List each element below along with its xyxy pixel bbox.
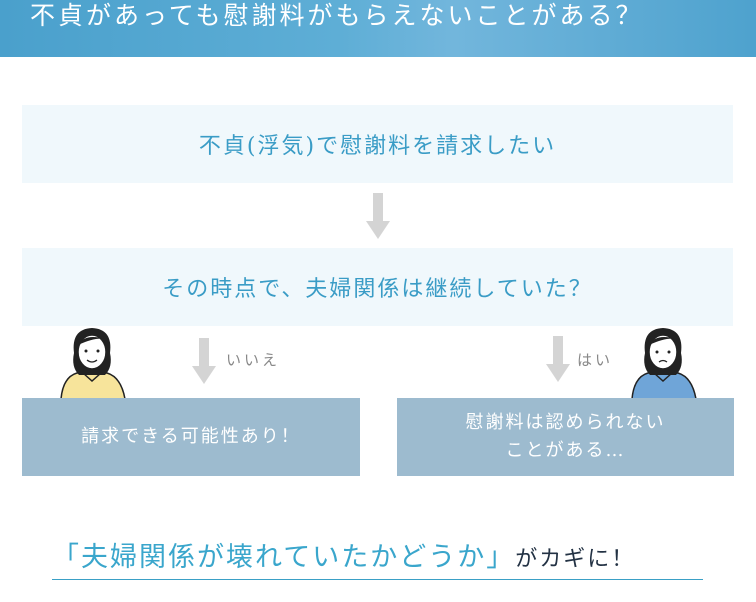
yes-result-box: 慰謝料は認められない ことがある… xyxy=(397,398,734,476)
down-arrow-icon xyxy=(366,193,390,239)
question-box-2: その時点で、夫婦関係は継続していた？ xyxy=(22,248,733,326)
conclusion-rest: がカギに！ xyxy=(515,547,636,572)
down-arrow-icon xyxy=(192,338,216,384)
question-box-1: 不貞(浮気)で慰謝料を請求したい xyxy=(22,105,733,183)
yes-result-line2: ことがある… xyxy=(505,440,626,461)
no-result-text: 請求できる可能性あり！ xyxy=(81,426,301,447)
worried-woman-icon xyxy=(631,328,697,399)
down-arrow-icon xyxy=(546,336,570,382)
page-title: 不貞があっても慰謝料がもらえないことがある？ xyxy=(30,1,644,30)
conclusion: 「夫婦関係が壊れていたかどうか」がカギに！ xyxy=(52,535,635,574)
header-banner: 不貞があっても慰謝料がもらえないことがある？ xyxy=(0,0,756,57)
no-label: いいえ xyxy=(226,351,281,369)
smiling-woman-icon xyxy=(60,328,126,399)
no-result-box: 請求できる可能性あり！ xyxy=(22,398,360,476)
yes-label: はい xyxy=(577,351,614,369)
underline-divider xyxy=(52,579,703,580)
conclusion-highlight: 「夫婦関係が壊れていたかどうか」 xyxy=(52,542,516,573)
yes-result-line1: 慰謝料は認められない xyxy=(465,412,666,433)
